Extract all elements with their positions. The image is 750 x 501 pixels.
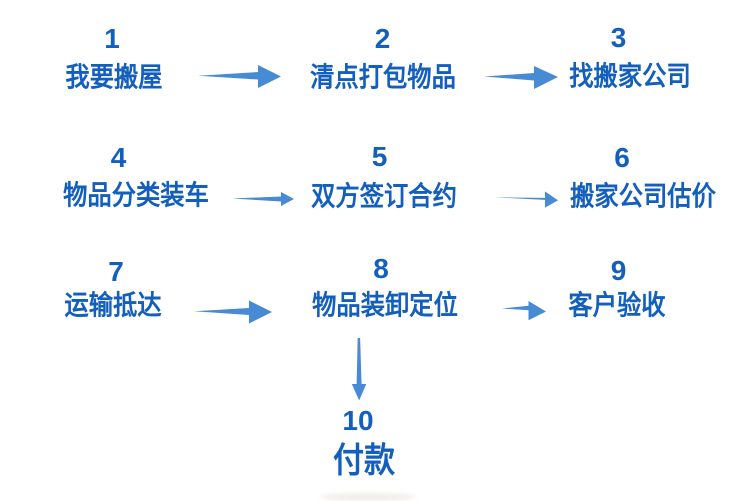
- step-6-label: 搬家公司估价: [569, 181, 716, 212]
- step-3-label: 找搬家公司: [568, 61, 691, 91]
- step-2-label: 清点打包物品: [309, 62, 456, 93]
- step-3-number: 3: [610, 22, 627, 53]
- step-9-label: 客户验收: [568, 290, 666, 321]
- step-4-label: 物品分类装车: [62, 180, 209, 211]
- step-7-number: 7: [108, 256, 124, 287]
- step-2-number: 2: [374, 23, 391, 54]
- step-5-label: 双方签订合约: [310, 181, 457, 212]
- step-8-label: 物品装卸定位: [312, 290, 458, 321]
- step-9-number: 9: [610, 254, 627, 286]
- arrow-1-to-2-icon: [198, 65, 281, 88]
- arrow-8-to-10-icon: [351, 338, 367, 401]
- step-1-label: 我要搬屋: [64, 62, 163, 92]
- step-7-label: 运输抵达: [64, 290, 162, 321]
- arrow-7-to-8-icon: [194, 300, 272, 324]
- bottom-artifact: [320, 493, 416, 501]
- step-6-number: 6: [614, 142, 630, 173]
- arrow-8-to-9-icon: [502, 301, 546, 321]
- step-10-label: 付款: [332, 441, 395, 480]
- step-8-number: 8: [373, 253, 389, 284]
- step-4-number: 4: [110, 142, 127, 173]
- step-10-number: 10: [342, 405, 374, 436]
- arrow-2-to-3-icon: [484, 66, 558, 89]
- arrow-5-to-6-icon: [494, 191, 558, 208]
- arrow-4-to-5-icon: [232, 191, 294, 206]
- step-5-number: 5: [371, 141, 388, 172]
- step-1-number: 1: [104, 22, 120, 54]
